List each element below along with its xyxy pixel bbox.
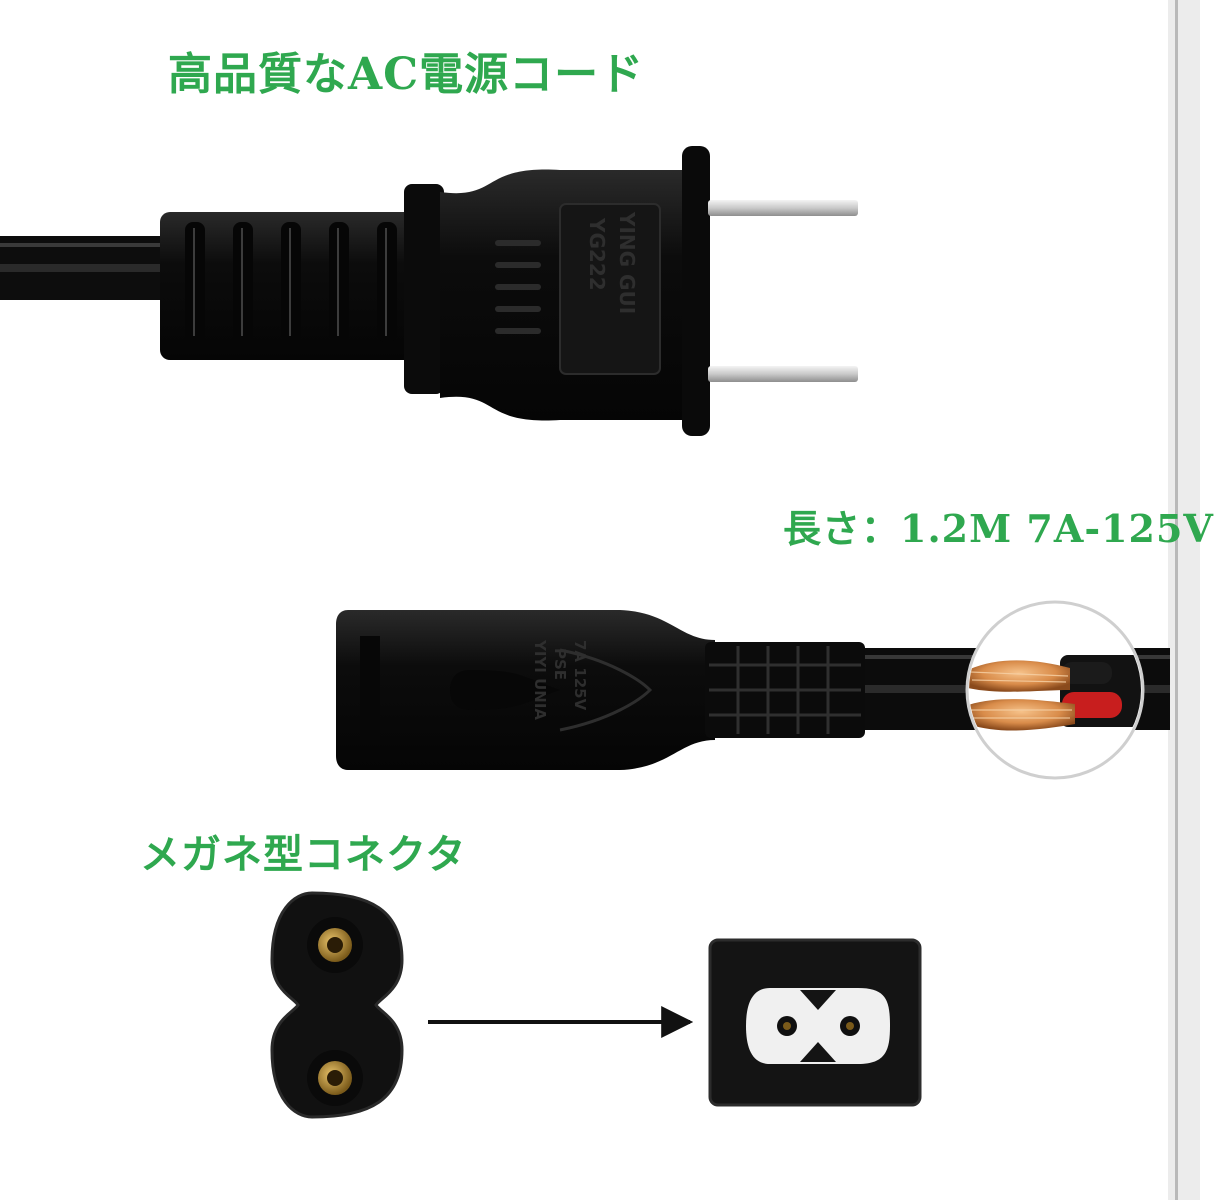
connector-molding-rating: 7A 125V (571, 640, 589, 711)
plug-face (682, 146, 710, 436)
caption-title: 高品質なAC電源コード (168, 49, 645, 100)
connector-molding-mark: PSE (551, 648, 569, 680)
plug-prong-top (708, 200, 858, 216)
connector-molding-maker: YIYI UNIA (531, 639, 549, 720)
plug-prong-bottom (708, 366, 858, 382)
plug-molding-model: YG222 (585, 217, 609, 291)
plug-collar (404, 184, 444, 394)
connector-face (270, 891, 404, 1119)
caption-connector-type: メガネ型コネクタ (140, 831, 467, 878)
plug-label-panel (559, 203, 661, 375)
caption-length-spec: 長さ：1.2M 7A-125V (783, 506, 1214, 551)
right-edge-line (1175, 0, 1178, 1200)
wire-cross-section (965, 600, 1145, 780)
plug-molding-brand: YING GUI (615, 211, 639, 314)
c8-socket (708, 938, 922, 1107)
plug-cable (0, 236, 175, 300)
connector-groove (450, 670, 560, 710)
right-edge-panel (1168, 0, 1200, 1200)
ac-plug: YING GUI YG222 (0, 146, 858, 436)
